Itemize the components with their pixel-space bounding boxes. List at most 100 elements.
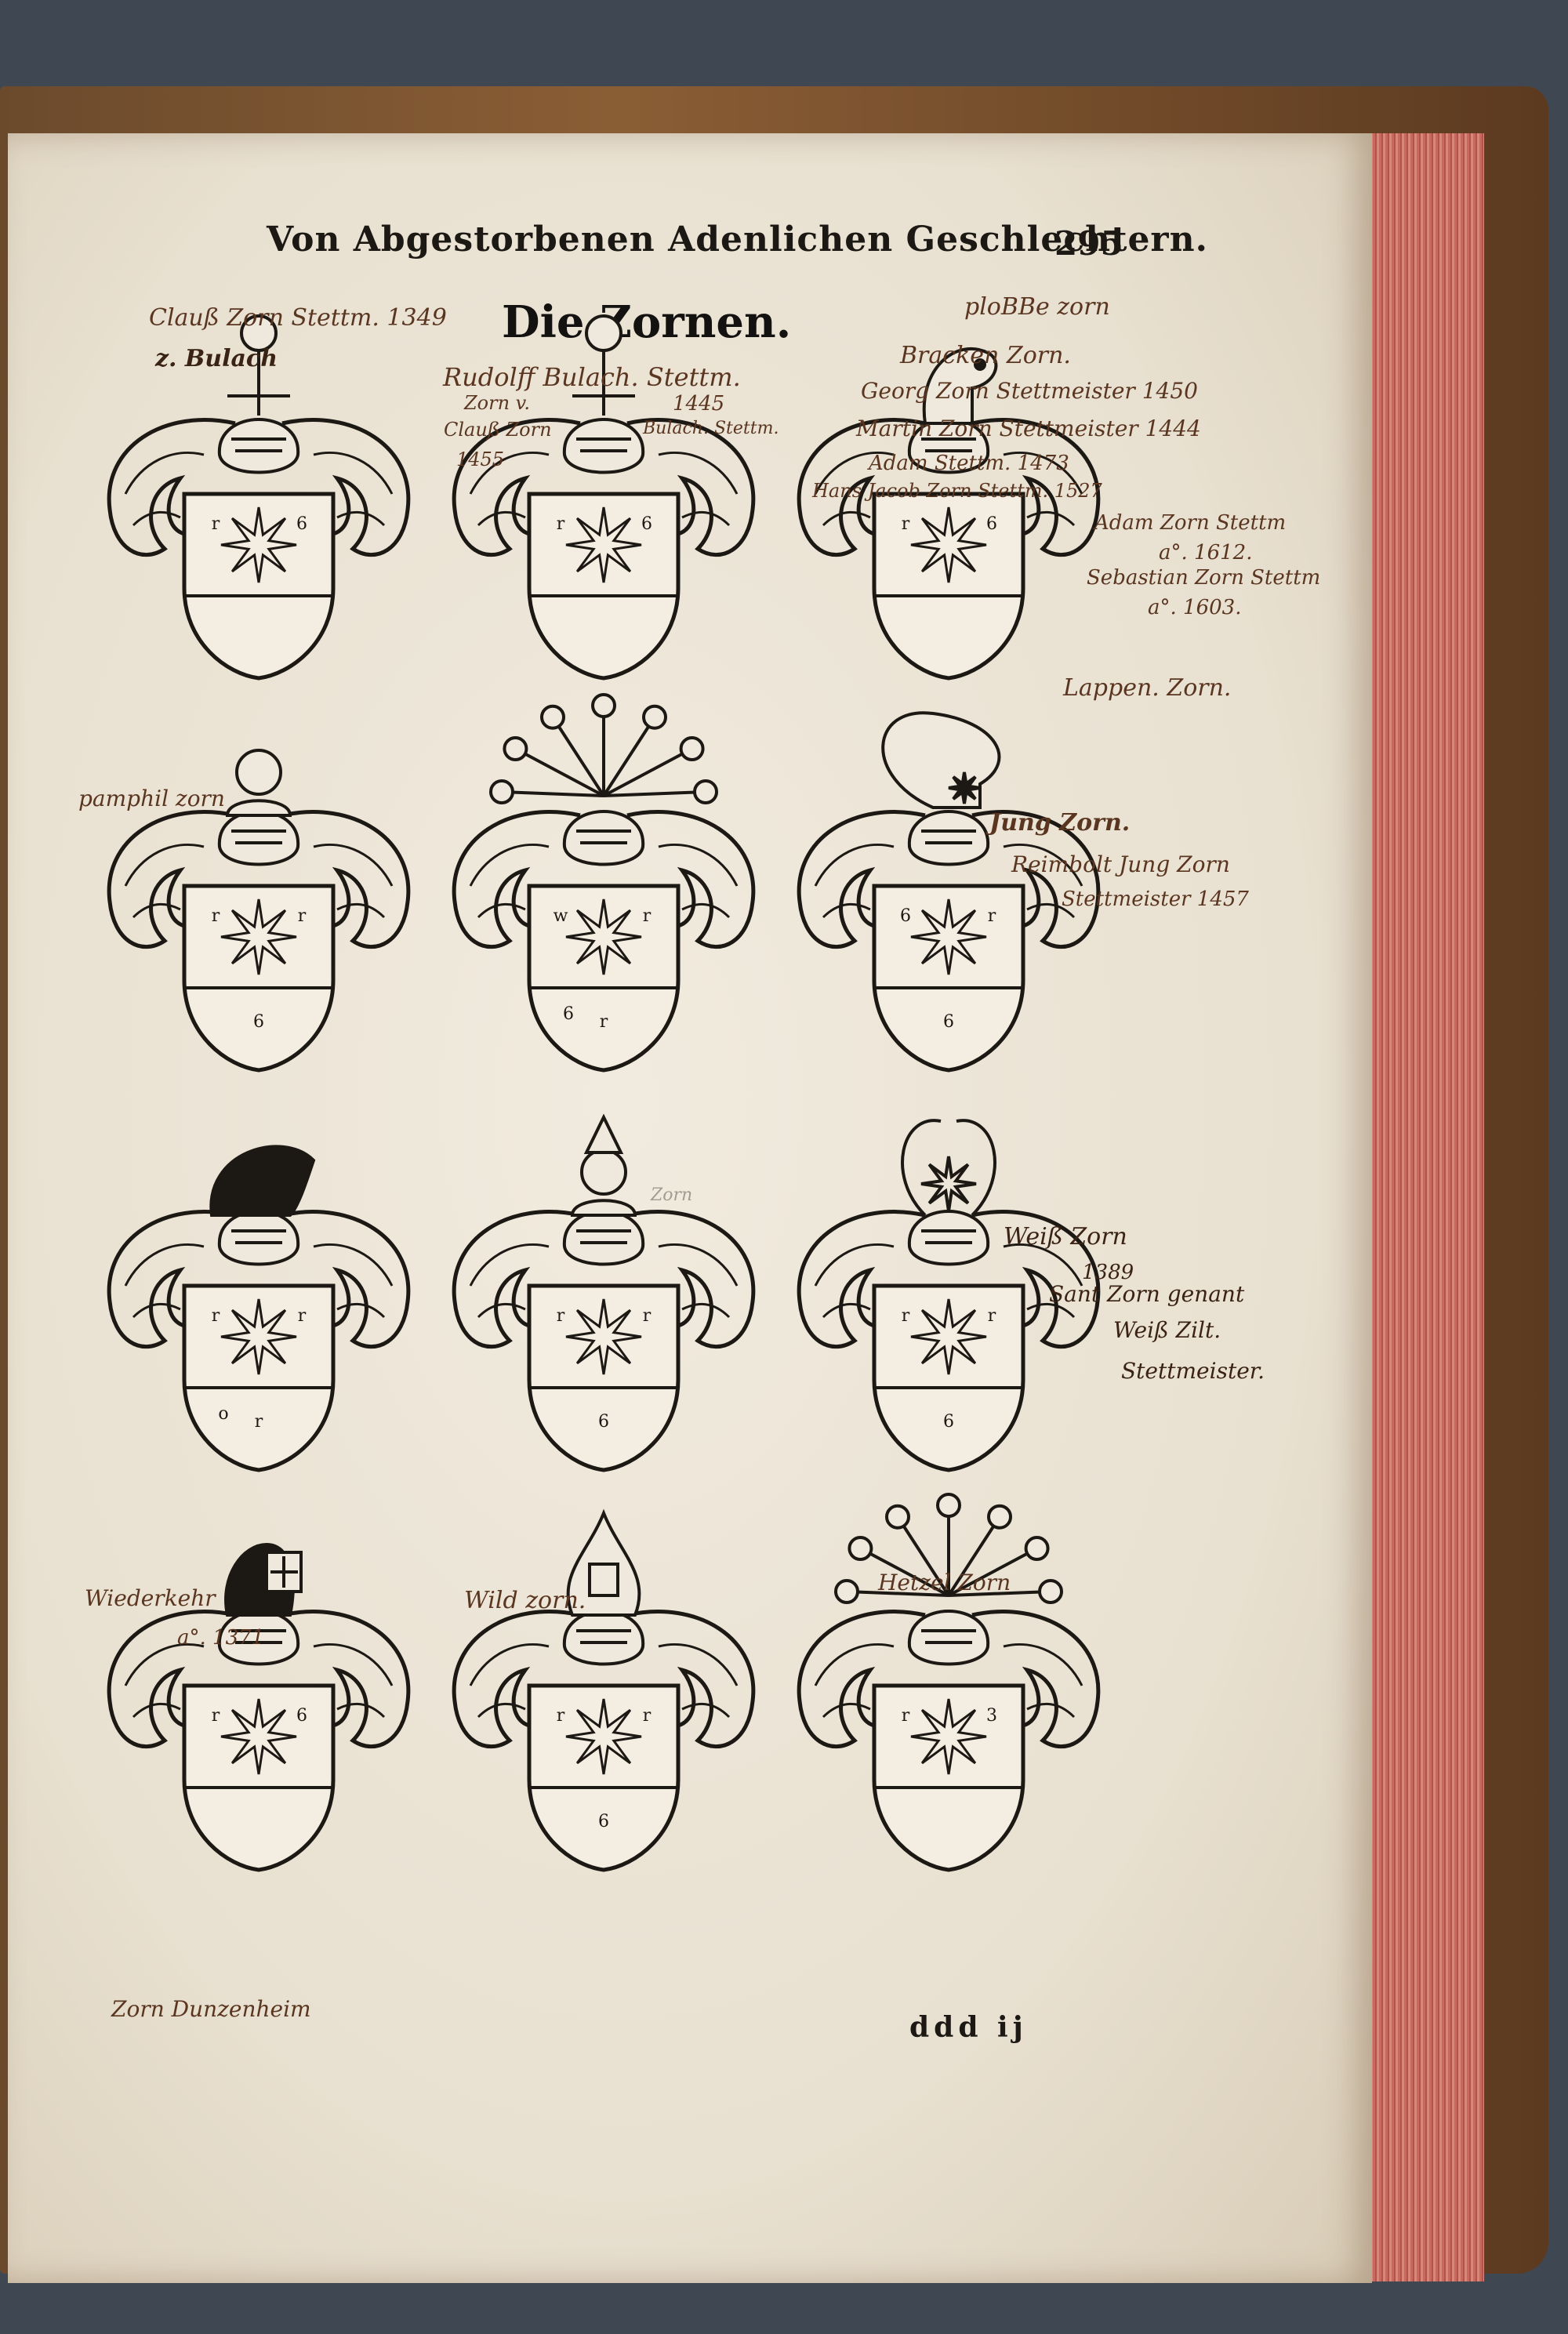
- mantling: [452, 810, 756, 949]
- tincture-letter: r: [212, 906, 220, 926]
- tincture-letter: r: [557, 1706, 565, 1726]
- star-charge: [565, 898, 642, 975]
- annotation: a°. 1612.: [1159, 541, 1253, 564]
- tincture-letter: r: [298, 1306, 307, 1326]
- coat-of-arms: r r 6: [107, 749, 411, 1073]
- annotation: Bulach. Stettm.: [643, 419, 779, 438]
- annotation: Sant Zorn genant: [1049, 1281, 1245, 1307]
- feather-plume-crest: [881, 711, 1001, 809]
- tincture-letter: o: [218, 1404, 228, 1424]
- star-charge: [910, 1698, 987, 1775]
- tincture-letter: 6: [986, 514, 997, 534]
- sword-hilt-crest: [227, 314, 290, 416]
- tincture-letter: r: [643, 1706, 652, 1726]
- star-charge: [220, 506, 297, 583]
- tincture-letter: r: [298, 906, 307, 926]
- tincture-letter: r: [600, 1012, 608, 1032]
- annotation: Georg Zorn Stettmeister 1450: [861, 378, 1198, 404]
- helmet: [562, 418, 645, 474]
- annotation: Wild zorn.: [464, 1587, 586, 1614]
- helmet: [907, 418, 990, 474]
- running-head: Von Abgestorbenen Adenlichen Geschlechte…: [267, 220, 1208, 260]
- tincture-letter: 6: [296, 1706, 307, 1726]
- annotation: Hetzel Zorn: [878, 1570, 1011, 1595]
- mantling: [452, 1210, 756, 1349]
- helmet: [562, 1210, 645, 1266]
- star-charge: [220, 1698, 297, 1775]
- annotation: z. Bulach: [155, 345, 278, 372]
- mantling-detail: [124, 1243, 394, 1319]
- annotation: pamphil zorn: [78, 786, 225, 811]
- helmet: [907, 810, 990, 866]
- annotation: Stettmeister 1457: [1062, 888, 1249, 911]
- annotation: Jung Zorn.: [989, 809, 1131, 837]
- annotation: Zorn: [651, 1185, 693, 1205]
- helmet: [907, 1610, 990, 1666]
- tincture-letter: 6: [943, 1012, 954, 1032]
- tincture-letter: r: [557, 1306, 565, 1326]
- star-charge: [910, 1298, 987, 1375]
- tincture-letter: r: [557, 514, 565, 534]
- shield: [527, 492, 681, 681]
- annotation: Adam Stettm. 1473: [869, 452, 1069, 475]
- annotation: Stettmeister.: [1121, 1358, 1265, 1384]
- tincture-letter: 6: [598, 1812, 609, 1831]
- helmet: [217, 810, 300, 866]
- annotation: Clauß Zorn: [444, 419, 552, 441]
- swan-neck-crest: [901, 1119, 996, 1217]
- mantling-detail: [469, 1243, 739, 1319]
- mantling-detail: [814, 1643, 1083, 1719]
- helmet: [562, 1610, 645, 1666]
- shield: [527, 1283, 681, 1472]
- star-charge: [565, 1698, 642, 1775]
- mantling: [107, 1210, 411, 1349]
- annotation: 1445: [673, 392, 725, 416]
- mantling: [452, 418, 756, 557]
- page-edges: [1364, 133, 1484, 2281]
- annotation: Hans Jacob Zorn Stettm. 1527: [812, 480, 1102, 502]
- tincture-letter: r: [212, 1306, 220, 1326]
- mantling-detail: [814, 1243, 1083, 1319]
- annotation: Weiß Zilt.: [1113, 1317, 1221, 1343]
- mantling-detail: [469, 843, 739, 919]
- mantling-detail: [124, 451, 394, 527]
- annotation: Clauß Zorn Stettm. 1349: [149, 304, 447, 332]
- mantling: [107, 418, 411, 557]
- shield: [182, 1283, 336, 1472]
- mantling: [797, 418, 1101, 557]
- annotation: Rudolff Bulach. Stettm.: [443, 362, 741, 392]
- section-title: Die Zornen.: [502, 296, 792, 348]
- annotation: Lappen. Zorn.: [1063, 674, 1232, 702]
- bishop-bust-crest: [570, 1113, 637, 1217]
- tincture-letter: r: [212, 1706, 220, 1726]
- tincture-letter: r: [902, 1706, 910, 1726]
- helmet: [907, 1210, 990, 1266]
- annotation: a°. 1603.: [1148, 596, 1242, 619]
- tincture-letter: 6: [296, 514, 307, 534]
- mantling: [107, 810, 411, 949]
- star-charge: [565, 506, 642, 583]
- annotation: 1389: [1082, 1261, 1134, 1284]
- mantling: [797, 810, 1101, 949]
- tincture-letter: w: [554, 906, 568, 926]
- mantling: [107, 1610, 411, 1749]
- star-charge: [565, 1298, 642, 1375]
- tincture-letter: r: [988, 906, 996, 926]
- annotation: Wiederkehr: [85, 1585, 216, 1611]
- mantling: [797, 1210, 1101, 1349]
- tincture-letter: r: [643, 906, 652, 926]
- shield: [527, 1683, 681, 1872]
- tincture-letter: 3: [986, 1706, 997, 1726]
- tincture-letter: 6: [943, 1412, 954, 1432]
- annotation: Weiß Zorn: [1004, 1223, 1127, 1250]
- tincture-letter: 6: [253, 1012, 264, 1032]
- shield: [182, 492, 336, 681]
- star-charge: [220, 1298, 297, 1375]
- maiden-bust-crest: [225, 749, 292, 817]
